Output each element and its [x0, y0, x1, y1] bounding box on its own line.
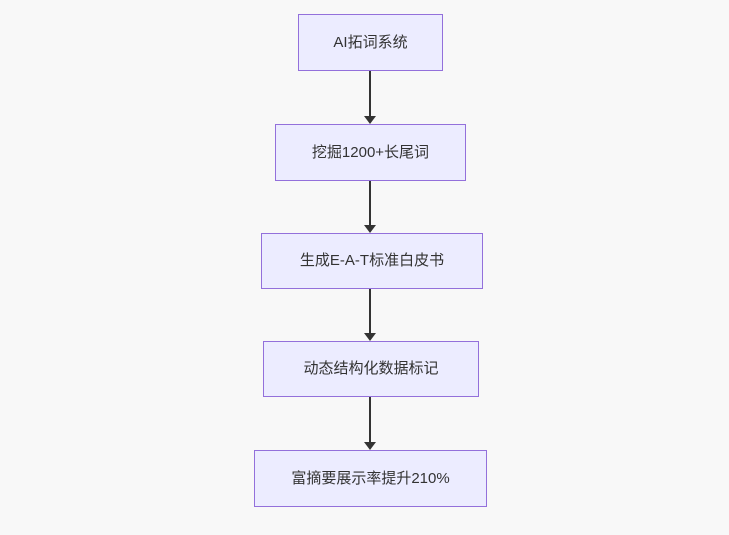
- edge-arrow-4: [364, 397, 376, 450]
- arrow-head-down-icon: [364, 225, 376, 233]
- arrow-head-down-icon: [364, 442, 376, 450]
- flow-node-structured-data-markup: 动态结构化数据标记: [263, 341, 479, 397]
- flow-node-label: 生成E-A-T标准白皮书: [299, 252, 445, 269]
- flow-node-longtail-mining: 挖掘1200+长尾词: [275, 124, 466, 181]
- arrow-head-down-icon: [364, 333, 376, 341]
- flow-node-label: 挖掘1200+长尾词: [311, 143, 430, 161]
- edge-arrow-2: [364, 181, 376, 233]
- edge-arrow-3: [364, 289, 376, 341]
- flow-node-ai-keyword-system: AI拓词系统: [298, 14, 443, 71]
- arrow-head-down-icon: [364, 116, 376, 124]
- flow-node-label: 动态结构化数据标记: [303, 360, 439, 377]
- arrow-shaft: [369, 289, 371, 333]
- flow-node-label: 富摘要展示率提升210%: [291, 469, 450, 487]
- arrow-shaft: [369, 181, 371, 225]
- flow-node-label: AI拓词系统: [333, 33, 408, 51]
- flow-node-rich-snippet-result: 富摘要展示率提升210%: [254, 450, 487, 507]
- arrow-shaft: [369, 397, 371, 442]
- flow-node-eat-whitepaper: 生成E-A-T标准白皮书: [261, 233, 483, 289]
- arrow-shaft: [369, 71, 371, 116]
- edge-arrow-1: [364, 71, 376, 124]
